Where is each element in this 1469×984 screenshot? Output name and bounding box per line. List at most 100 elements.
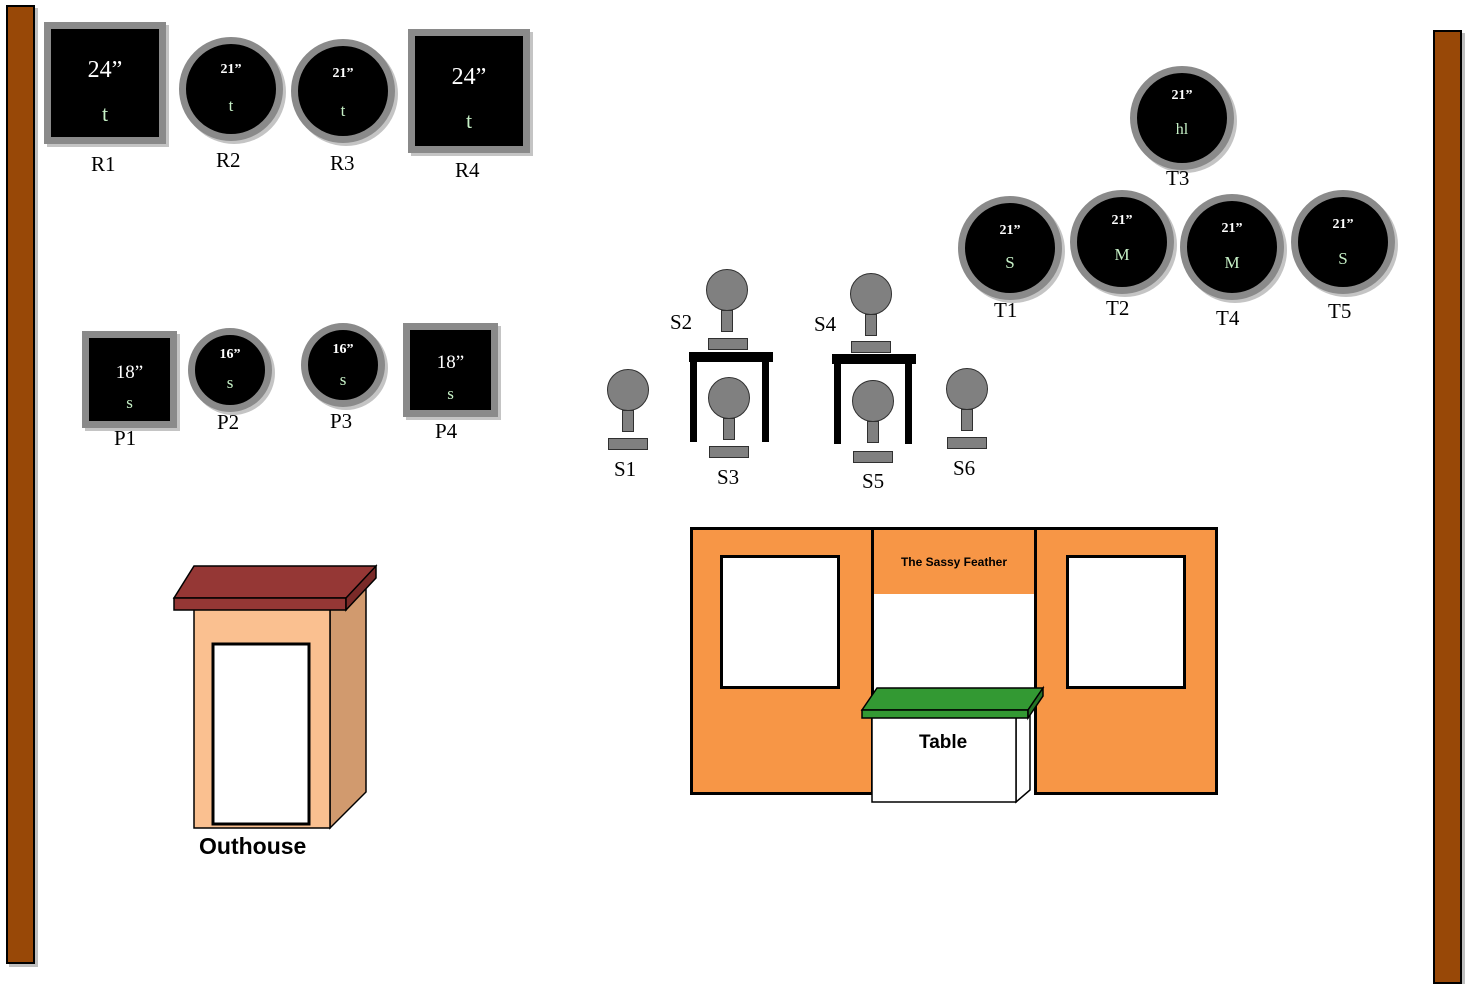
pad-size-label: 16” xyxy=(332,342,354,357)
pad-size-label: 18” xyxy=(436,352,465,373)
pad-id-label: R1 xyxy=(91,152,116,176)
outhouse xyxy=(172,564,378,830)
outhouse-label: Outhouse xyxy=(199,833,307,859)
pad-size-label: 21” xyxy=(1111,213,1133,228)
table-leg xyxy=(762,360,769,442)
pad-type-label: hl xyxy=(1175,121,1189,138)
pad-size-label: 16” xyxy=(219,347,241,362)
stool-label: S5 xyxy=(862,469,885,493)
pad-type-label: t xyxy=(465,108,473,133)
pad-type-label: s xyxy=(339,370,347,389)
pad-size-label: 24” xyxy=(87,57,123,83)
pad-type-label: S xyxy=(1005,253,1015,272)
pad-size-label: 24” xyxy=(451,64,487,90)
pad-type-label: S xyxy=(1338,249,1348,268)
stool-seat xyxy=(607,369,649,411)
stool-base xyxy=(709,446,749,458)
outhouse-door xyxy=(211,642,311,826)
stool-base xyxy=(708,338,748,350)
table-leg xyxy=(905,362,912,444)
pad-id-label: R2 xyxy=(216,148,241,172)
pad-t3: 21” hl xyxy=(1130,66,1234,170)
pad-type-label: s xyxy=(226,373,234,392)
stool-label: S3 xyxy=(717,465,740,489)
booth-table-top xyxy=(860,687,1045,711)
stool-label: S6 xyxy=(953,456,976,480)
pad-id-label: P1 xyxy=(114,426,137,450)
pad-id-label: T3 xyxy=(1166,166,1190,190)
pad-type-label: M xyxy=(1224,253,1240,272)
outhouse-roof-side xyxy=(345,564,377,612)
right-rail xyxy=(1433,30,1462,984)
pad-size-label: 18” xyxy=(115,362,144,383)
pad-p4: 18” s xyxy=(403,323,498,417)
pad-id-label: T2 xyxy=(1106,296,1130,320)
pad-size-label: 21” xyxy=(1171,88,1193,103)
pad-t1: 21” S xyxy=(958,196,1062,300)
pad-type-label: M xyxy=(1114,245,1130,264)
stool-post xyxy=(723,418,735,440)
stool-base xyxy=(853,451,893,463)
stool-seat xyxy=(946,368,988,410)
booth-table-label: Table xyxy=(919,732,968,753)
stool-seat xyxy=(708,377,750,419)
stool-post xyxy=(622,410,634,432)
pad-type-label: s xyxy=(126,393,133,412)
pad-type-label: s xyxy=(447,384,454,403)
booth-table-front xyxy=(871,711,1017,803)
stool-post xyxy=(867,421,879,443)
pad-r4: 24” t xyxy=(408,29,530,153)
pad-type-label: t xyxy=(228,96,234,115)
outhouse-side xyxy=(329,572,367,830)
stool-label: S4 xyxy=(814,312,837,336)
booth-sign: The Sassy Feather xyxy=(871,527,1037,597)
booth-left-window xyxy=(720,555,840,689)
pad-type-label: t xyxy=(101,101,109,126)
pad-id-label: T4 xyxy=(1216,306,1240,330)
booth-table xyxy=(860,685,1045,804)
pad-p1: 18” s xyxy=(82,331,177,428)
stool-seat xyxy=(706,269,748,311)
pad-size-label: 21” xyxy=(999,223,1021,238)
stool-label: S2 xyxy=(670,310,693,334)
pad-t2: 21” M xyxy=(1070,190,1174,294)
pad-size-label: 21” xyxy=(1221,221,1243,236)
booth-table-top-edge xyxy=(861,709,1029,719)
stool-label: S1 xyxy=(614,457,637,481)
pad-r3: 21” t xyxy=(291,39,395,143)
pad-r2: 21” t xyxy=(179,37,283,141)
pad-p2: 16” s xyxy=(188,328,272,412)
stool-post xyxy=(721,310,733,332)
stool-post xyxy=(961,409,973,431)
pad-id-label: R4 xyxy=(455,158,480,182)
stool-seat xyxy=(852,380,894,422)
pad-id-label: P4 xyxy=(435,419,458,443)
pad-size-label: 21” xyxy=(220,62,242,77)
pad-r1: 24” t xyxy=(44,22,166,144)
pad-id-label: P2 xyxy=(217,410,240,434)
pad-id-label: P3 xyxy=(330,409,353,433)
pad-id-label: T1 xyxy=(994,298,1018,322)
pad-id-label: R3 xyxy=(330,151,355,175)
seating-table-right xyxy=(832,354,916,364)
stool-base xyxy=(947,437,987,449)
outhouse-roof-front xyxy=(173,597,347,611)
pad-size-label: 21” xyxy=(332,66,354,81)
pad-p3: 16” s xyxy=(301,323,385,407)
pad-t4: 21” M xyxy=(1180,194,1284,300)
stool-base xyxy=(608,438,648,450)
stool-base xyxy=(851,341,891,353)
pad-type-label: t xyxy=(340,101,346,120)
seating-table-left xyxy=(689,352,773,362)
stool-seat xyxy=(850,273,892,315)
pad-id-label: T5 xyxy=(1328,299,1352,323)
left-rail xyxy=(6,5,35,964)
pad-size-label: 21” xyxy=(1332,217,1354,232)
table-leg xyxy=(690,360,697,442)
pad-t5: 21” S xyxy=(1291,190,1395,294)
table-leg xyxy=(834,362,841,444)
outhouse-roof-top xyxy=(172,565,378,599)
booth-table-top-side xyxy=(1027,685,1044,721)
booth-right-window xyxy=(1066,555,1186,689)
stool-post xyxy=(865,314,877,336)
